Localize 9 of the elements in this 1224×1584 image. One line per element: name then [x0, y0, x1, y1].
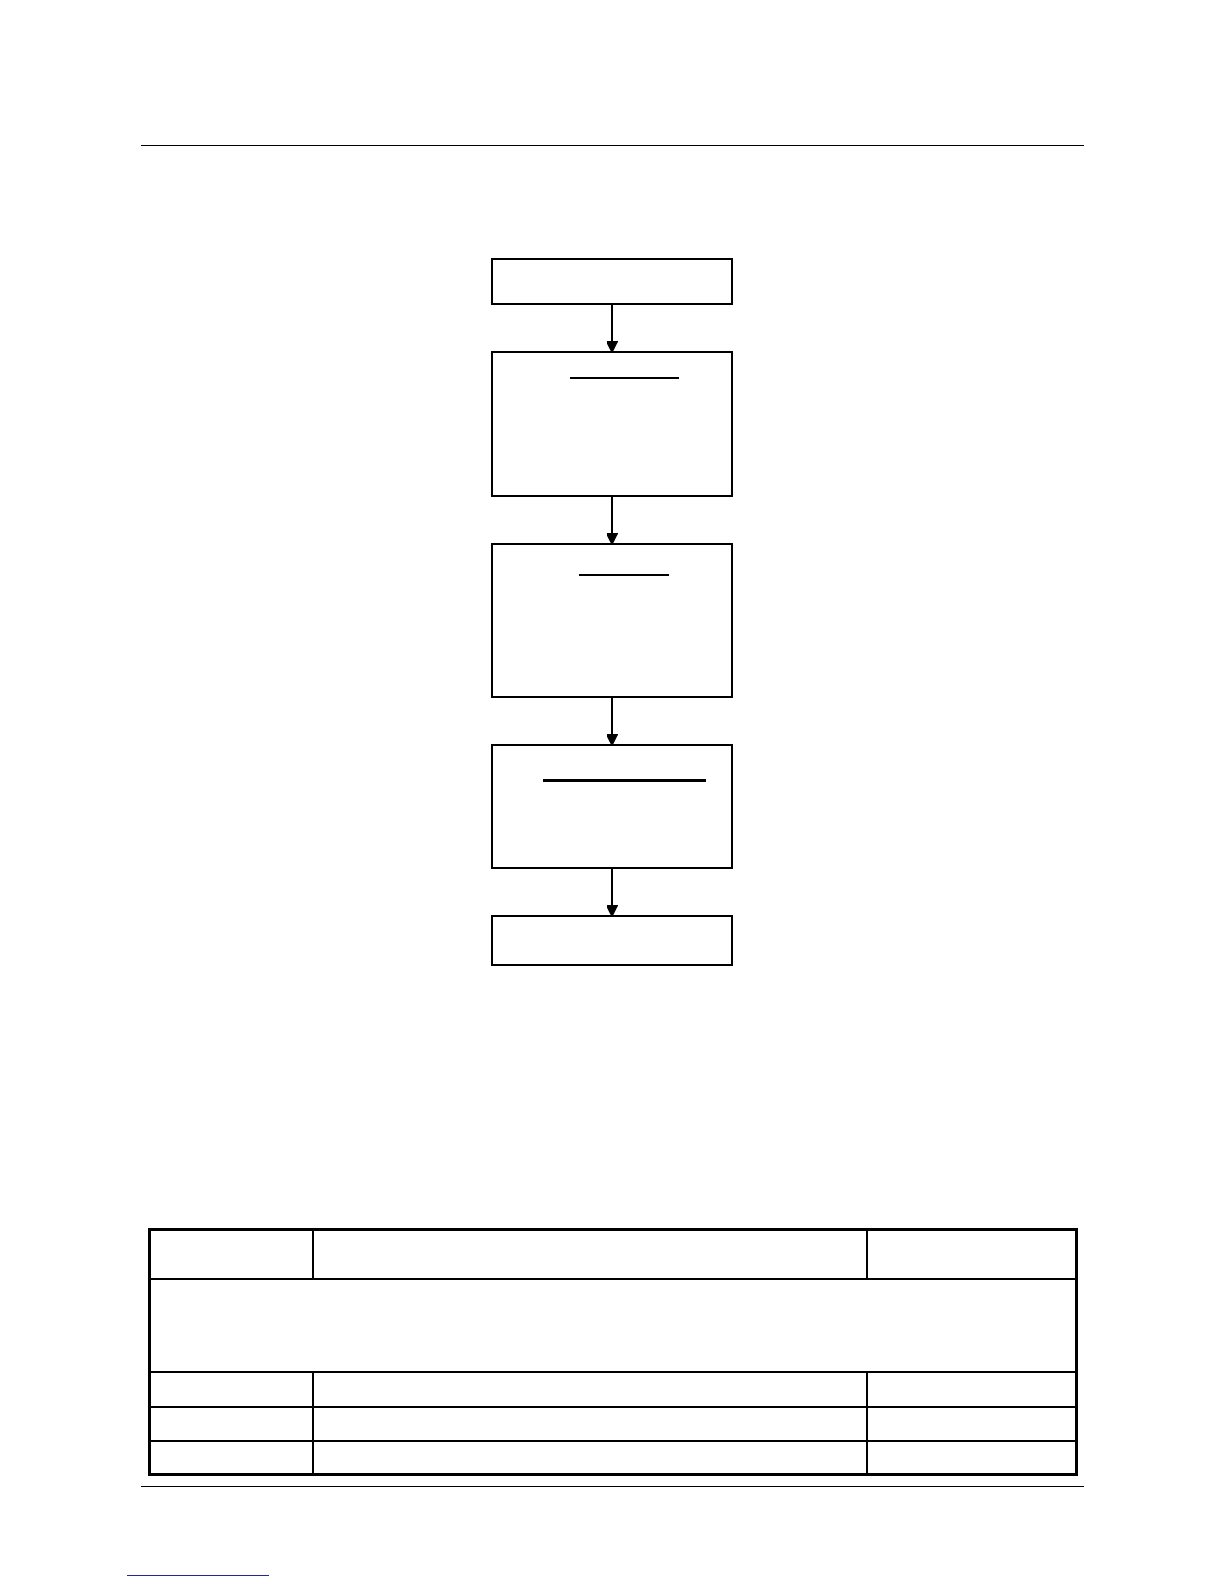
arrow [605, 303, 619, 353]
process-box [491, 915, 733, 966]
process-box [491, 258, 733, 305]
arrow [605, 696, 619, 746]
arrow [605, 495, 619, 545]
arrow [605, 867, 619, 917]
process-box [491, 543, 733, 698]
process-box [491, 351, 733, 497]
process-box [491, 744, 733, 869]
